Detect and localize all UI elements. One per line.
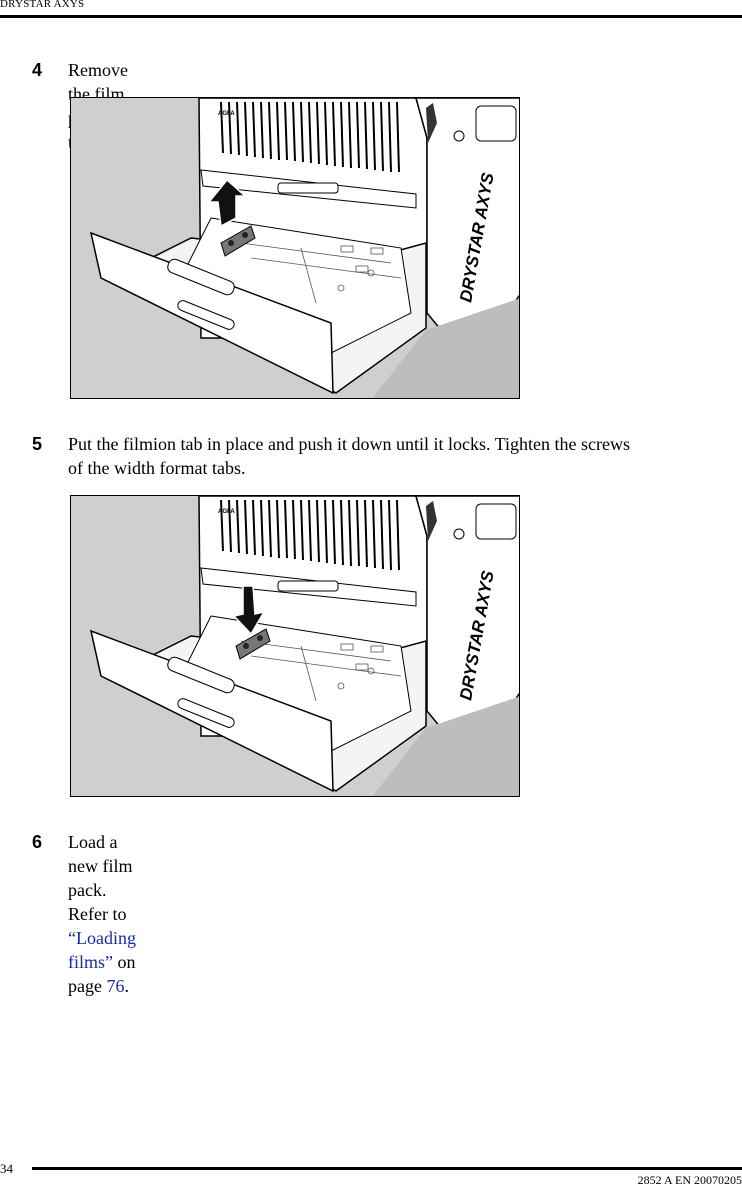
running-head: DRYSTAR AXYS bbox=[0, 0, 85, 10]
step-text-line-2: of the width format tabs. bbox=[68, 458, 246, 478]
document-id: 2852 A EN 20070205 bbox=[637, 1173, 742, 1187]
step-text-mid: on page bbox=[68, 952, 136, 996]
arrow-down-icon bbox=[232, 585, 266, 636]
agfa-logo: AGFA bbox=[218, 509, 235, 515]
step-text: Put the filmion tab in place and push it… bbox=[68, 432, 740, 480]
step-number: 5 bbox=[32, 434, 43, 454]
figure-remove-tab: AGFA DRYSTAR AXYS bbox=[70, 97, 520, 399]
step-number: 6 bbox=[32, 832, 43, 852]
arrow-up-icon bbox=[207, 178, 247, 228]
agfa-logo: AGFA bbox=[218, 111, 235, 117]
step-text-end: . bbox=[124, 976, 129, 996]
step-text: Load a new film pack. Refer to “Loading … bbox=[68, 830, 136, 998]
loading-films-link[interactable]: “Loading films” bbox=[68, 928, 136, 972]
footer-rule bbox=[32, 1167, 742, 1170]
step-number: 4 bbox=[32, 60, 43, 80]
page-76-link[interactable]: 76 bbox=[106, 976, 125, 996]
figure-insert-tab: AGFA DRYSTAR AXYS bbox=[70, 495, 520, 797]
page-number: 34 bbox=[0, 1161, 13, 1176]
step-text-start: Load a new film pack. Refer to bbox=[68, 832, 133, 924]
step-text-line-1: Put the filmion tab in place and push it… bbox=[68, 434, 630, 454]
header-rule bbox=[0, 15, 742, 18]
